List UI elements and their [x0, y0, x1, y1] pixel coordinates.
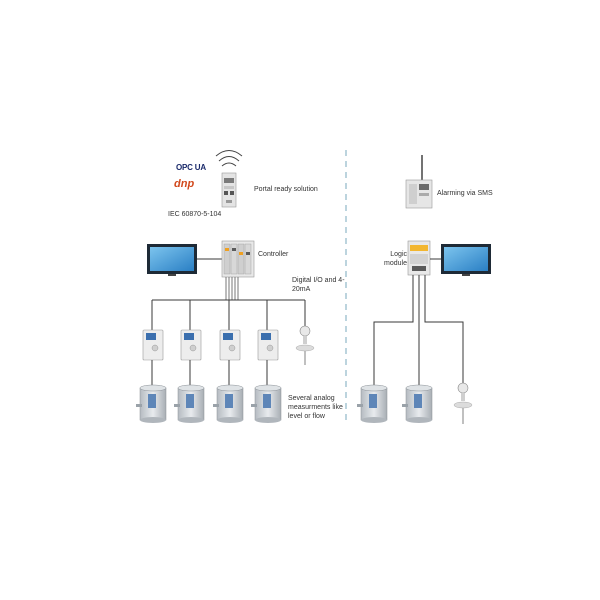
- controller-device: [221, 240, 255, 278]
- drive-unit: [142, 329, 164, 361]
- portal-gateway-device: [221, 172, 237, 208]
- label-analog-measurements: Several analog measurments like level or…: [288, 395, 343, 420]
- drive-unit: [219, 329, 241, 361]
- hmi-monitor-left: [147, 244, 197, 276]
- wireless-icon: [215, 150, 243, 167]
- level-sensor: [453, 382, 473, 424]
- label-alarming: Alarming via SMS: [437, 190, 493, 197]
- sms-alarm-module: [405, 155, 433, 209]
- pump-tank: [251, 384, 282, 423]
- pump-tank: [213, 384, 244, 423]
- pump-tank: [357, 384, 388, 423]
- drive-unit: [180, 329, 202, 361]
- level-sensor: [295, 325, 315, 365]
- logic-module-device: [407, 240, 431, 276]
- label-iec: IEC 60870-5-104: [168, 211, 222, 218]
- label-portal: Portal ready solution: [254, 186, 318, 193]
- drive-unit: [257, 329, 279, 361]
- label-logic-module: Logic module: [384, 251, 407, 267]
- hmi-monitor-right: [441, 244, 491, 276]
- label-digital-io: Digital I/O and 4-20mA: [292, 277, 345, 293]
- opc-ua-logo: OPC UA: [176, 163, 206, 172]
- pump-tank: [136, 384, 167, 423]
- dnp-logo: dnp: [174, 178, 195, 190]
- pump-tank: [402, 384, 433, 423]
- label-controller: Controller: [258, 251, 289, 258]
- pump-tank: [174, 384, 205, 423]
